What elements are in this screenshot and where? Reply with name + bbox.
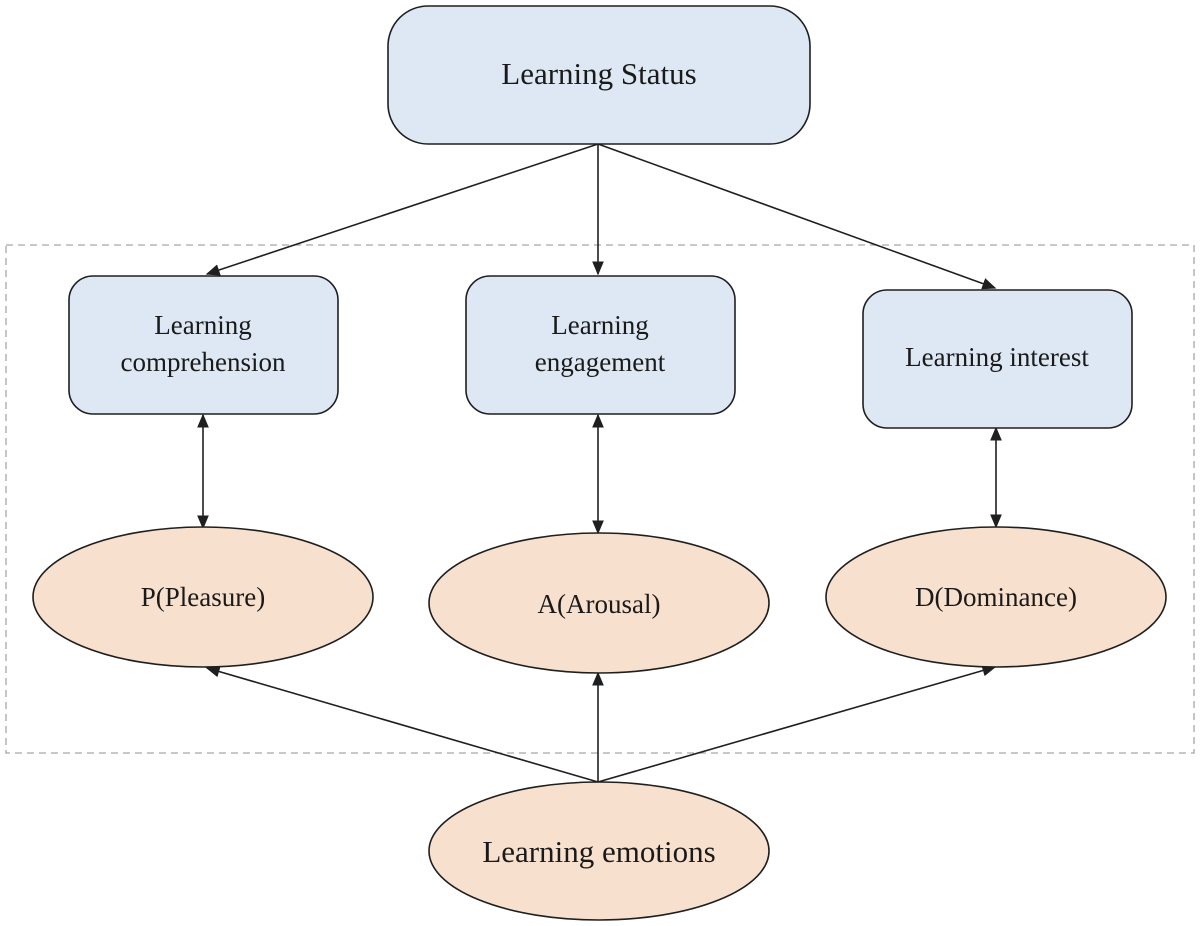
learning-comprehension-label-line1: Learning — [154, 310, 251, 340]
learning-status-label: Learning Status — [501, 56, 696, 91]
edge-status-to-comprehension — [205, 143, 599, 276]
arousal-label: A(Arousal) — [538, 589, 661, 619]
learning-engagement-node: Learning engagement — [465, 275, 736, 415]
edge-emotions-to-pleasure — [205, 665, 599, 783]
dominance-node: D(Dominance) — [825, 526, 1167, 668]
learning-comprehension-label-line2: comprehension — [121, 347, 286, 377]
learning-status-node: Learning Status — [387, 5, 811, 145]
learning-emotions-node: Learning emotions — [428, 781, 770, 921]
edge-status-to-interest — [597, 143, 997, 290]
learning-engagement-label-line1: Learning — [551, 310, 648, 340]
dominance-label: D(Dominance) — [915, 582, 1077, 612]
learning-emotions-label: Learning emotions — [482, 834, 715, 869]
edge-emotions-to-dominance — [597, 664, 997, 783]
learning-interest-label: Learning interest — [905, 342, 1089, 372]
pleasure-label: P(Pleasure) — [141, 582, 265, 612]
dimension-group-frame — [5, 244, 1195, 754]
arousal-node: A(Arousal) — [428, 532, 770, 674]
pleasure-node: P(Pleasure) — [32, 526, 374, 668]
learning-engagement-label-line2: engagement — [535, 347, 666, 377]
learning-comprehension-node: Learning comprehension — [68, 275, 339, 415]
learning-interest-node: Learning interest — [862, 289, 1133, 429]
